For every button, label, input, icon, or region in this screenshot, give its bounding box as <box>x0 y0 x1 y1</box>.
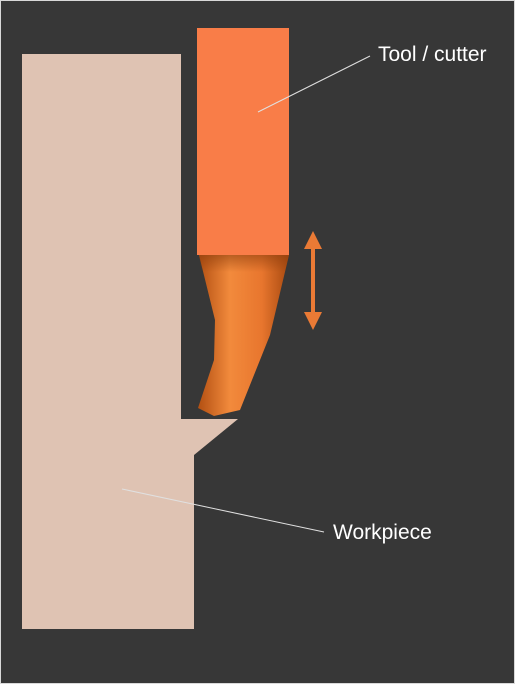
tool-cutter-label: Tool / cutter <box>378 43 487 66</box>
workpiece-leader-line <box>121 488 325 533</box>
tool-tip <box>198 255 289 416</box>
tool-leader-line <box>257 55 371 113</box>
double-headed-arrow-icon <box>304 231 322 330</box>
workpiece-label: Workpiece <box>333 521 432 544</box>
workpiece-shape <box>22 54 238 629</box>
tool-shank <box>197 28 289 255</box>
tool-tip-shading <box>199 255 289 272</box>
